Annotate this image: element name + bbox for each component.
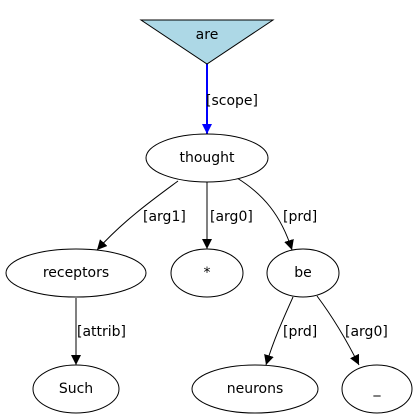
edge-label-prd-2: [prd] [283, 324, 317, 340]
edge-label-attrib: [attrib] [77, 324, 126, 340]
edge-be-neurons: [prd] [264, 296, 317, 366]
node-shape-underscore [341, 364, 413, 414]
node-neurons[interactable]: neurons [191, 364, 319, 414]
node-shape-star [170, 248, 244, 298]
node-star[interactable]: * [170, 248, 244, 298]
node-shape-such [32, 364, 120, 414]
node-shape-receptors [5, 248, 147, 298]
edge-label-arg0: [arg0] [210, 209, 253, 225]
node-label-be: be [294, 265, 312, 281]
edge-label-prd: [prd] [283, 209, 317, 225]
edge-thought-receptors: [arg1] [96, 180, 186, 251]
node-shape-are [139, 19, 275, 65]
edge-line-arg1 [96, 180, 179, 251]
node-receptors[interactable]: receptors [5, 248, 147, 298]
edge-line-prd [236, 177, 294, 251]
edge-line-arg0-2 [316, 295, 360, 366]
edge-label-scope: [scope] [206, 93, 258, 109]
edge-receptors-such: [attrib] [71, 298, 126, 365]
node-label-thought: thought [179, 150, 235, 166]
edge-are-thought: [scope] [202, 64, 258, 134]
edge-thought-be: [prd] [236, 177, 317, 251]
edge-thought-star: [arg0] [202, 182, 253, 249]
node-thought[interactable]: thought [145, 133, 269, 183]
node-label-such: Such [59, 381, 93, 397]
node-be[interactable]: be [266, 248, 340, 298]
node-shape-be [266, 248, 340, 298]
node-such[interactable]: Such [32, 364, 120, 414]
edge-label-arg1: [arg1] [143, 209, 186, 225]
node-label-are: are [196, 27, 219, 43]
node-label-receptors: receptors [43, 265, 109, 281]
node-underscore[interactable]: _ [341, 364, 413, 414]
node-label-star: * [204, 265, 211, 281]
edge-label-arg0-2: [arg0] [345, 324, 388, 340]
node-shape-thought [145, 133, 269, 183]
node-label-underscore: _ [373, 381, 382, 397]
edge-be-underscore: [arg0] [316, 295, 388, 366]
node-are[interactable]: are [139, 19, 275, 65]
node-label-neurons: neurons [227, 381, 284, 397]
edge-line-prd-2 [264, 296, 294, 366]
node-shape-neurons [191, 364, 319, 414]
